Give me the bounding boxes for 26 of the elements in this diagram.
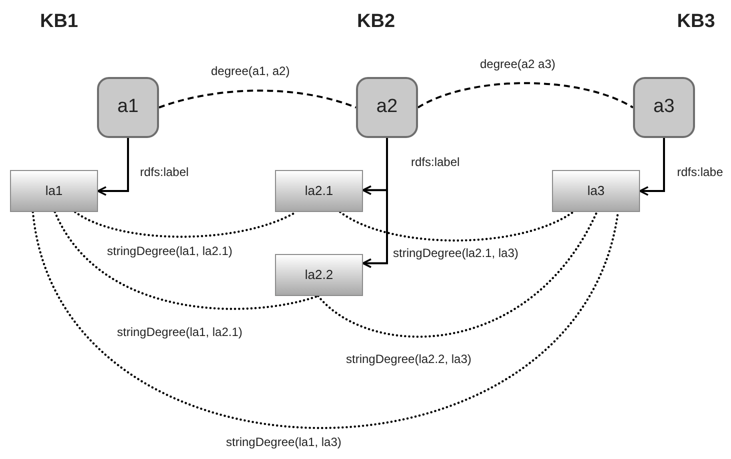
column-heading: KB1 bbox=[40, 10, 78, 34]
column-heading: KB3 bbox=[677, 10, 716, 34]
edge-label: stringDegree(la1, la2.1) bbox=[107, 244, 232, 259]
arrow bbox=[362, 138, 388, 268]
arrow bbox=[97, 138, 129, 196]
dotted-connector bbox=[317, 210, 598, 338]
edge-label: degree(a1, a2) bbox=[211, 64, 290, 79]
arrow bbox=[639, 138, 665, 196]
dotted-connector bbox=[54, 210, 320, 310]
dashed-connector bbox=[418, 82, 634, 108]
entity-node: a3 bbox=[633, 77, 695, 138]
edge-label: degree(a2 a3) bbox=[480, 57, 556, 72]
dotted-connector bbox=[339, 210, 574, 242]
literal-box: la1 bbox=[10, 170, 98, 212]
dashed-connector bbox=[158, 90, 356, 108]
column-heading: KB2 bbox=[357, 10, 396, 34]
edge-label: stringDegree(la2.1, la3) bbox=[393, 246, 518, 261]
edge-label: stringDegree(la1, la2.1) bbox=[117, 325, 242, 340]
literal-box: la2.1 bbox=[275, 170, 363, 212]
edge-label: stringDegree(la1, la3) bbox=[226, 435, 342, 450]
entity-node: a1 bbox=[97, 77, 159, 138]
entity-node: a2 bbox=[356, 77, 418, 138]
literal-box: la2.2 bbox=[275, 254, 363, 296]
edge-label: stringDegree(la2.2, la3) bbox=[346, 352, 472, 367]
literal-box: la3 bbox=[552, 170, 640, 212]
dotted-connector bbox=[32, 210, 620, 430]
